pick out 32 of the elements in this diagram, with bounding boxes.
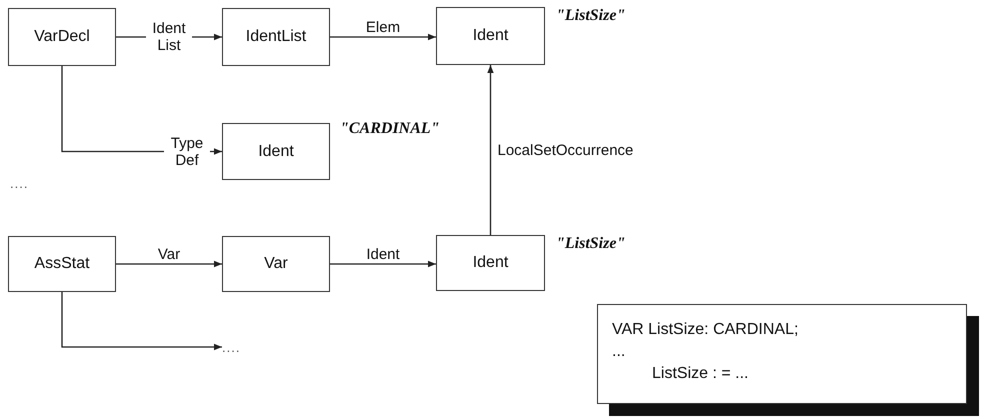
- arrow: [61, 292, 222, 350]
- code-line: ...: [612, 342, 626, 362]
- node-box: [436, 7, 545, 65]
- quoted-name: "ListSize": [556, 7, 626, 25]
- quoted-name: "ListSize": [556, 235, 626, 253]
- node-box: [222, 236, 330, 292]
- node-label: Ident: [472, 254, 508, 272]
- code-line: VAR ListSize: CARDINAL;: [612, 320, 800, 340]
- arrow: [330, 34, 436, 40]
- node-label: AssStat: [34, 255, 90, 273]
- node-label: VarDecl: [34, 28, 90, 46]
- node-label: Ident: [472, 27, 508, 45]
- node-box: [8, 236, 116, 292]
- node-box: [222, 123, 330, 180]
- arrow: [116, 260, 222, 268]
- ellipsis-text: ....: [10, 176, 28, 191]
- quoted-name: "CARDINAL": [340, 120, 440, 138]
- ellipsis-text: ....: [222, 338, 282, 356]
- edge-label: Var: [156, 246, 182, 263]
- node-box: [8, 8, 116, 66]
- node-box: [436, 235, 545, 291]
- arrow: [330, 260, 436, 268]
- arrow: [487, 65, 494, 235]
- edge-label: Ident: [365, 246, 401, 263]
- edge-label: Type Def: [164, 134, 210, 168]
- node-label: Ident: [258, 142, 294, 160]
- node-label: Var: [264, 255, 288, 273]
- node-label: IdentList: [246, 28, 306, 46]
- edge-label: LocalSetOccurrence: [496, 142, 634, 158]
- node-box: [222, 8, 330, 66]
- edge-label: Elem: [364, 19, 402, 36]
- code-line: ListSize : = ...: [651, 364, 750, 384]
